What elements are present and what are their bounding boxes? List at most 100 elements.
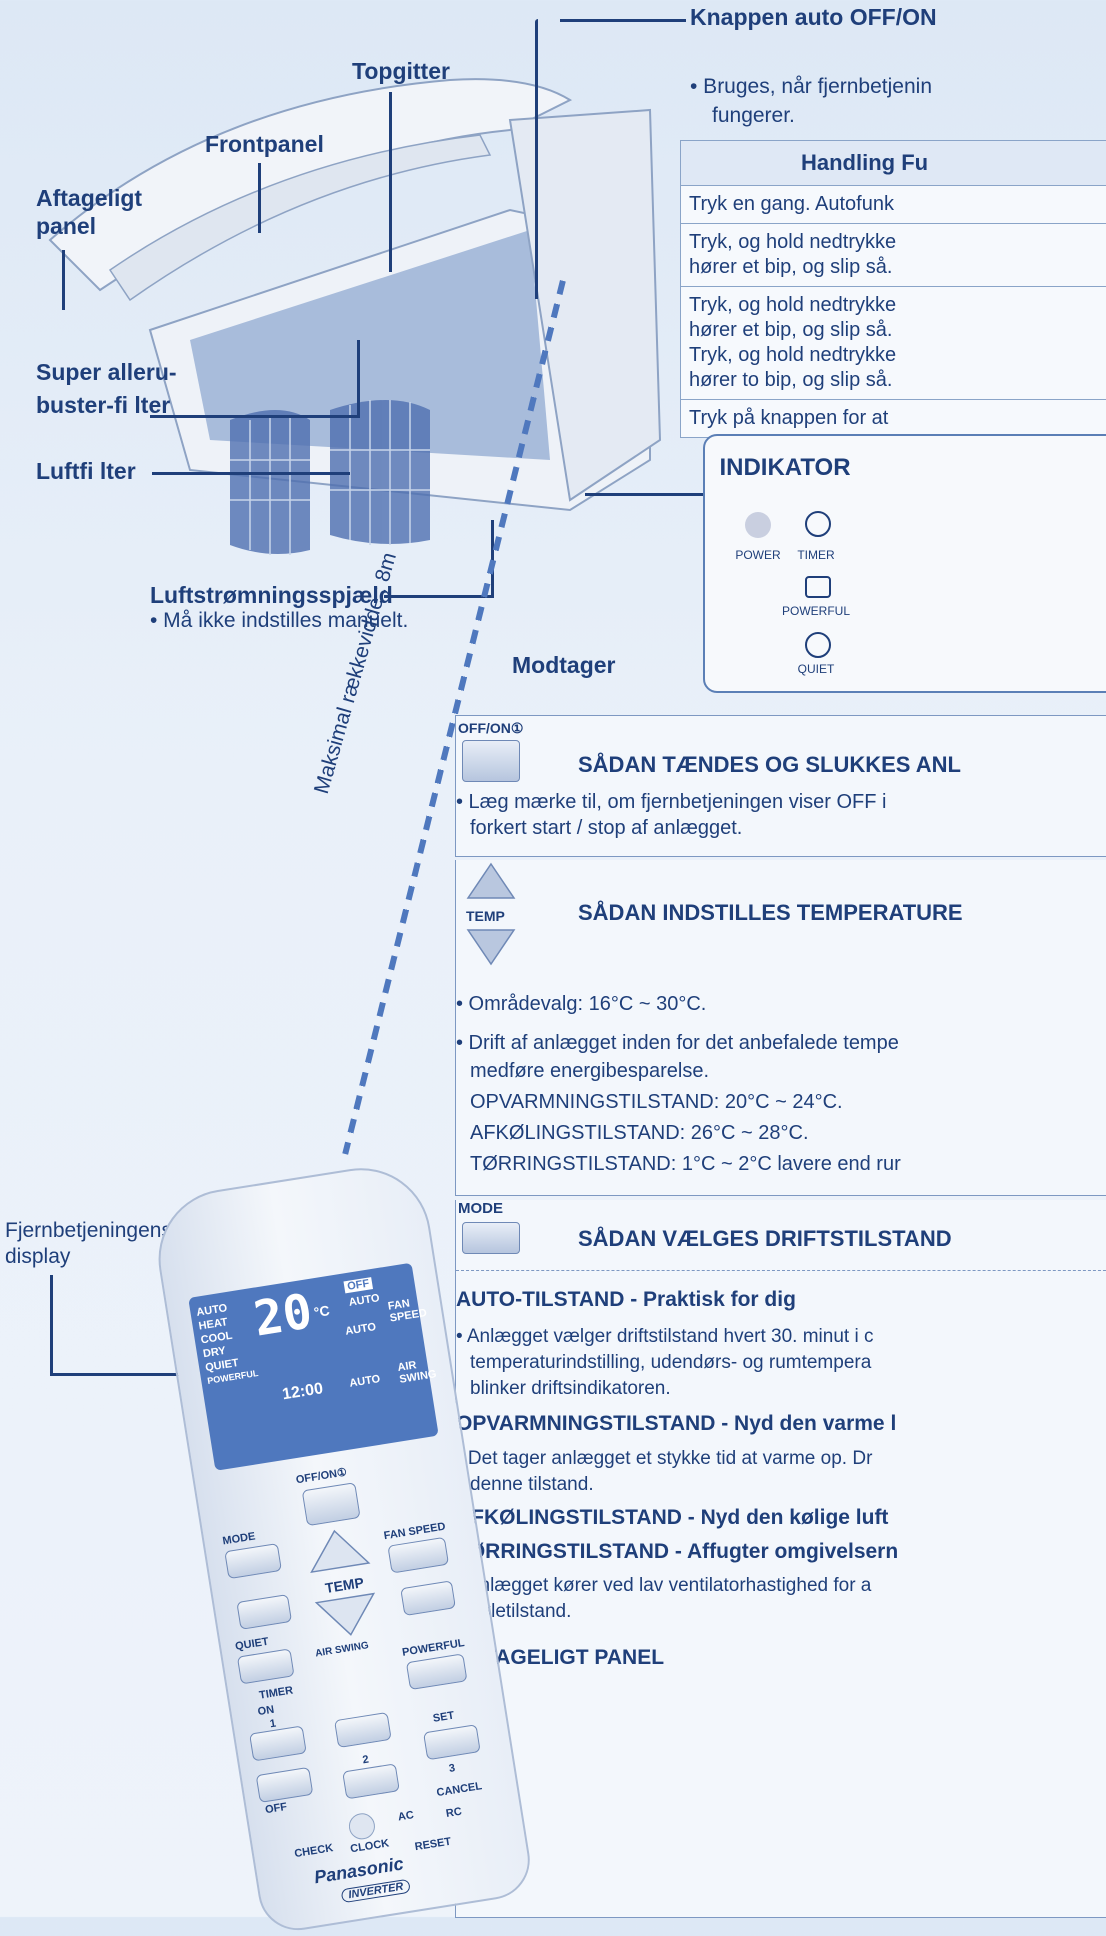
leader-line <box>50 1373 240 1376</box>
powerful-icon <box>805 576 831 598</box>
auto-mode-title: AUTO-TILSTAND - Praktisk for dig <box>456 1288 796 1311</box>
power-lamp-icon <box>745 512 771 538</box>
super-filter-label: Super alleru- buster-fi lter <box>36 359 177 419</box>
air-swing-indicator: AIR SWING <box>396 1359 438 1386</box>
temp-line: medføre energibesparelse. <box>470 1060 710 1082</box>
leader-line <box>62 250 65 310</box>
quiet-button[interactable] <box>236 1648 295 1685</box>
temp-line: TØRRINGSTILSTAND: 1°C ~ 2°C lavere end r… <box>470 1153 901 1175</box>
indicator-title: INDIKATOR <box>719 454 851 481</box>
luftstrom-note: • Må ikke indstilles manuelt. <box>150 609 409 632</box>
mode-button[interactable] <box>224 1543 282 1580</box>
leader-line <box>560 19 686 22</box>
indoor-unit-illustration <box>10 40 670 600</box>
aftageligt-panel-label: Aftageligt panel <box>36 185 143 239</box>
auto-mode-line: • Anlægget vælger driftstilstand hvert 3… <box>456 1326 874 1347</box>
leader-line <box>152 472 350 475</box>
timer-2-label: 2 <box>361 1753 370 1767</box>
temp-section: TEMP SÅDAN INDSTILLES TEMPERATURE • Områ… <box>455 860 1106 1196</box>
leader-line <box>357 340 360 418</box>
onoff-section: OFF/ON① SÅDAN TÆNDES OG SLUKKES ANL • Læ… <box>455 715 1106 857</box>
dry-mode-title: TØRRINGSTILSTAND - Affugter omgivelsern <box>456 1540 899 1563</box>
remote-display: AUTO HEAT COOL DRY QUIET POWERFUL 20 °C … <box>188 1262 439 1471</box>
auto-offon-desc2: fungerer. <box>712 104 795 127</box>
table-header: Handling Fu <box>681 141 1106 186</box>
reset-label: RESET <box>413 1835 453 1854</box>
offon-button-icon <box>462 740 520 782</box>
dry-mode-line: køletilstand. <box>470 1601 572 1622</box>
timer-icon <box>805 511 831 537</box>
offon-button[interactable] <box>301 1482 361 1527</box>
quiet-indicator-label: QUIET <box>797 662 835 676</box>
auto-mode-line: blinker driftsindikatoren. <box>470 1378 671 1399</box>
luftstrom-label: Luftstrømningsspjæld <box>150 582 393 608</box>
temp-down-button[interactable] <box>313 1590 383 1643</box>
temp-line: • Drift af anlægget inden for det anbefa… <box>456 1032 899 1054</box>
mode-btn-label: MODE <box>458 1200 503 1217</box>
timer-off-label: OFF <box>264 1800 288 1817</box>
leader-line <box>585 493 703 496</box>
heat-mode-line: denne tilstand. <box>470 1474 594 1495</box>
luftfilter-label: Luftfi lter <box>36 458 136 484</box>
onoff-btn-label: OFF/ON① <box>458 720 524 736</box>
powerful-indicator-label: POWERFUL <box>781 604 850 618</box>
heat-mode-title: OPVARMNINGSTILSTAND - Nyd den varme l <box>456 1412 897 1435</box>
cancel-label: CANCEL <box>435 1780 483 1800</box>
set-button[interactable] <box>423 1724 481 1761</box>
timer-on-label: ON <box>256 1703 276 1719</box>
fan-speed-indicator: FAN SPEED <box>387 1297 428 1325</box>
temperature-readout: 20 <box>250 1283 316 1348</box>
swing-auto2: AUTO <box>348 1373 382 1390</box>
timer-3-label: 3 <box>448 1762 457 1775</box>
temp-up-button[interactable] <box>302 1523 372 1576</box>
frontpanel-label: Frontpanel <box>205 131 324 157</box>
off-indicator: OFF <box>343 1277 374 1294</box>
mode-title: SÅDAN VÆLGES DRIFTSTILSTAND <box>578 1226 952 1251</box>
timer-off-button[interactable] <box>255 1766 314 1803</box>
indicator-panel: INDIKATOR POWER TIMER POWERFUL QUIET <box>703 434 1106 693</box>
temp-line: • Områdevalg: 16°C ~ 30°C. <box>456 993 707 1015</box>
fan-speed-button[interactable] <box>387 1536 450 1574</box>
leader-line <box>389 92 392 272</box>
timer-1-label: 1 <box>268 1717 277 1731</box>
table-row: Tryk, og hold nedtrykke hører et bip, og… <box>681 287 1106 400</box>
set-label: SET <box>432 1709 456 1725</box>
swing-right-button[interactable] <box>400 1580 456 1617</box>
timer-1-button[interactable] <box>249 1725 307 1762</box>
divider <box>456 1270 1106 1271</box>
remote-display-label: Fjernbetjeningens display <box>5 1219 172 1269</box>
leader-line <box>384 595 494 598</box>
topgitter-label: Topgitter <box>352 58 450 84</box>
leader-line <box>50 1275 53 1375</box>
onoff-title: SÅDAN TÆNDES OG SLUKKES ANL <box>578 752 961 777</box>
onoff-text2: forkert start / stop af anlægget. <box>470 817 743 839</box>
offon-label: OFF/ON① <box>295 1466 348 1487</box>
swing-auto: AUTO <box>344 1321 377 1338</box>
handling-table: Handling Fu Tryk en gang. Autofunk Tryk,… <box>680 140 1106 438</box>
panel-title: AFTAGELIGT PANEL <box>456 1646 665 1669</box>
mode-button-icon <box>462 1222 520 1254</box>
clock-button[interactable] <box>347 1811 377 1842</box>
quiet-label: QUIET <box>234 1635 270 1653</box>
indoor-unit-drawing <box>48 78 662 555</box>
power-indicator-label: POWER <box>735 548 781 562</box>
remote-control: AUTO HEAT COOL DRY QUIET POWERFUL 20 °C … <box>148 1158 536 1936</box>
temp-up-icon <box>466 862 516 899</box>
auto-mode-line: temperaturindstilling, udendørs- og rumt… <box>470 1352 872 1373</box>
auto-offon-title: Knappen auto OFF/ON <box>690 4 937 30</box>
ac-label: AC <box>397 1809 415 1824</box>
clock-readout: 12:00 <box>281 1380 325 1404</box>
temperature-unit: °C <box>312 1302 331 1321</box>
temp-line: OPVARMNINGSTILSTAND: 20°C ~ 24°C. <box>470 1091 843 1113</box>
modtager-label: Modtager <box>512 652 616 678</box>
timer-label: TIMER <box>258 1684 295 1702</box>
timer-down-button[interactable] <box>342 1763 400 1800</box>
powerful-button[interactable] <box>405 1653 468 1691</box>
cool-mode-title: AFKØLINGSTILSTAND - Nyd den kølige luft <box>456 1506 889 1529</box>
quiet-icon <box>805 632 831 658</box>
rc-label: RC <box>445 1805 463 1820</box>
timer-up-button[interactable] <box>334 1711 392 1749</box>
temp-btn-label: TEMP <box>466 908 505 924</box>
swing-left-button[interactable] <box>236 1594 293 1630</box>
